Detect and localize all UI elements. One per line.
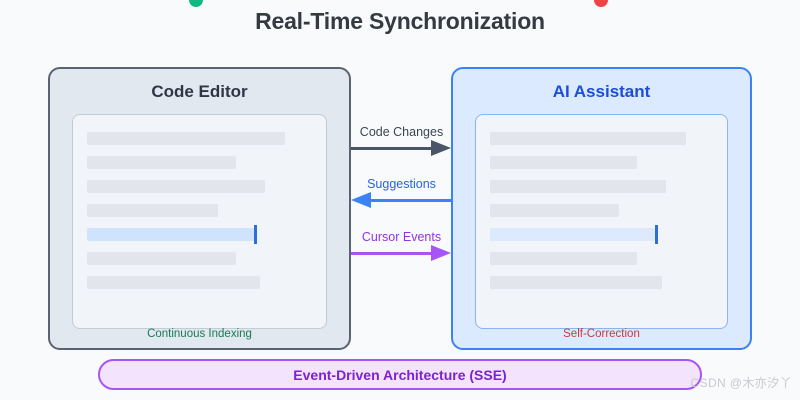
code-line	[87, 204, 218, 217]
code-line	[87, 180, 265, 193]
arrow-head-right-icon	[431, 245, 451, 261]
code-line	[490, 204, 620, 217]
panel-code-editor-title: Code Editor	[151, 82, 248, 101]
code-line-active	[87, 225, 257, 244]
event-bus-label: Event-Driven Architecture (SSE)	[293, 366, 507, 383]
text-cursor-icon	[253, 225, 257, 244]
code-editor-line-list	[87, 132, 312, 300]
code-line	[490, 276, 662, 289]
arrow-head-left-icon	[351, 192, 371, 208]
green-status-dot-icon	[189, 0, 203, 7]
code-editor-footer-label: Continuous Indexing	[147, 328, 252, 340]
panel-ai-assistant-title: AI Assistant	[552, 82, 651, 101]
connector-line	[351, 147, 437, 150]
text-cursor-icon	[655, 225, 659, 244]
ai-assistant-card	[475, 114, 728, 329]
code-line	[490, 156, 638, 169]
code-editor-card	[72, 114, 327, 329]
code-line	[490, 252, 638, 265]
code-line	[87, 276, 261, 289]
connector-suggestions-label: Suggestions	[367, 177, 436, 191]
event-bus-bar[interactable]: Event-Driven Architecture (SSE)	[98, 359, 702, 390]
code-line	[490, 180, 667, 193]
panel-ai-assistant[interactable]: AI Assistant Self-Correction	[451, 67, 752, 350]
connector-line	[366, 199, 452, 202]
watermark: CSDN @木亦汐丫	[690, 376, 792, 390]
connector-line	[351, 252, 437, 255]
code-line-active	[490, 225, 659, 244]
red-status-dot-icon	[594, 0, 608, 7]
arrow-head-right-icon	[431, 140, 451, 156]
code-line	[87, 132, 285, 145]
page-title: Real-Time Synchronization	[255, 8, 545, 34]
panel-code-editor[interactable]: Code Editor Continuous Indexing	[48, 67, 351, 350]
ai-assistant-line-list	[490, 132, 713, 300]
connector-cursor-events-label: Cursor Events	[361, 230, 442, 244]
code-line	[490, 132, 687, 145]
ai-assistant-footer-label: Self-Correction	[563, 328, 640, 340]
code-line	[87, 156, 236, 169]
connector-code-changes-label: Code Changes	[359, 125, 444, 139]
code-line	[87, 252, 236, 265]
